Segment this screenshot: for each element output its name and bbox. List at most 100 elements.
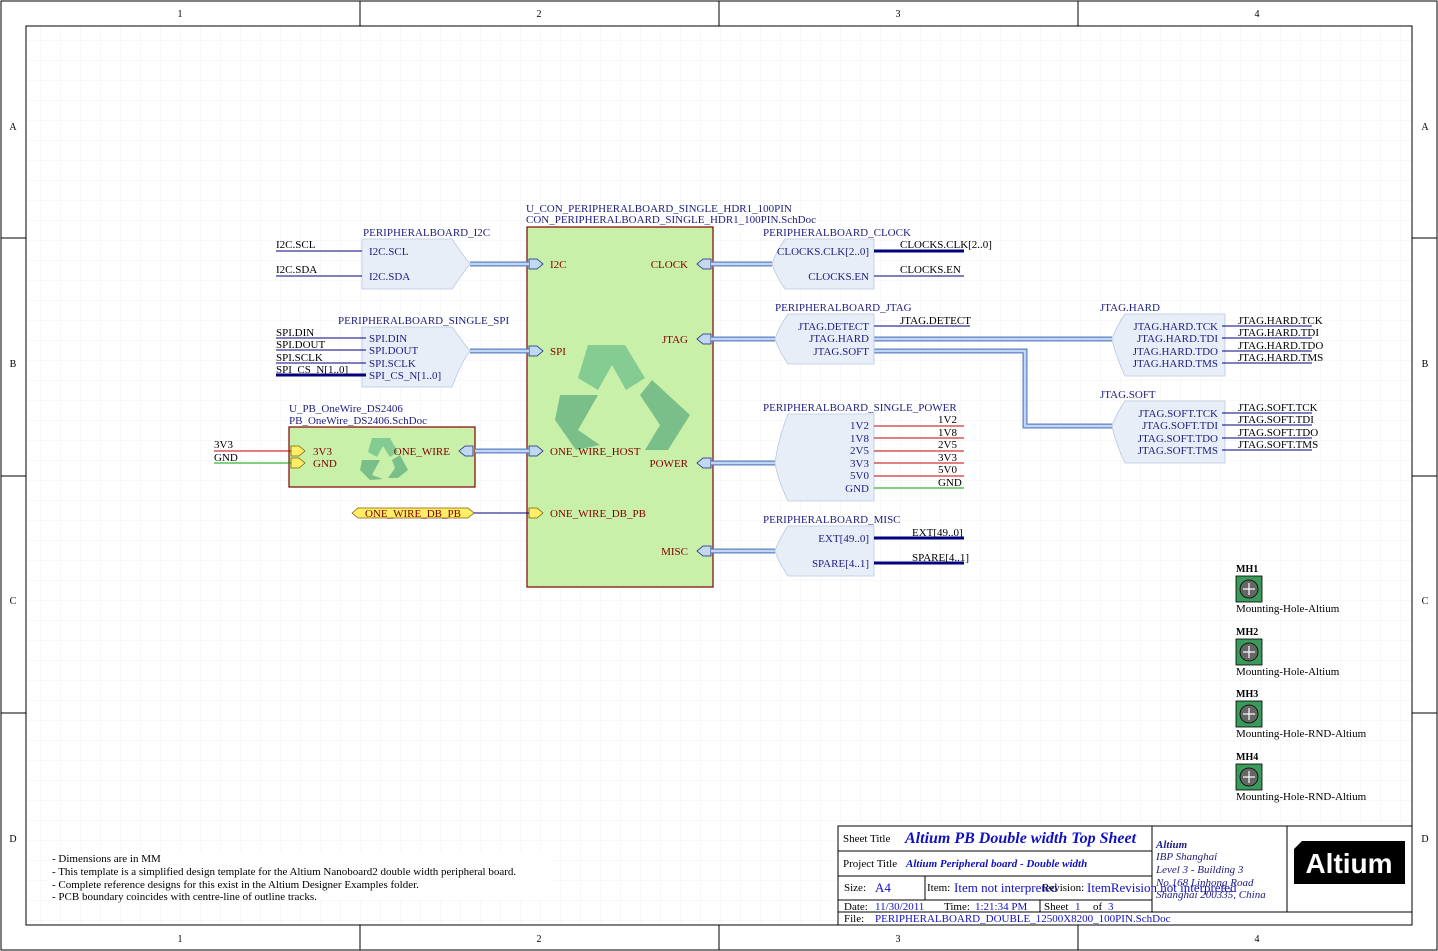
net-label-jtag-soft-tms: JTAG.SOFT.TMS: [1238, 439, 1318, 451]
harness-misc[interactable]: PERIPHERALBOARD_MISC EXT[49..0] SPARE[4.…: [763, 514, 969, 577]
tb-sheet-no: 1: [1075, 901, 1081, 913]
mounting-hole-mh2[interactable]: MH2 Mounting-Hole-Altium: [1235, 627, 1340, 678]
note-2: - This template is a simplified design t…: [52, 866, 516, 878]
harness-power-entry-1v2: 1V2: [850, 420, 869, 432]
harness-jtag-hard-entry-tms: JTAG.HARD.TMS: [1133, 358, 1218, 370]
tb-item-label: Item:: [927, 882, 950, 894]
port-spi[interactable]: SPI: [528, 345, 566, 358]
tb-sheet-total: 3: [1108, 901, 1114, 913]
tb-company-line-4: No.168 Linhong Road: [1155, 877, 1254, 889]
port-one-wire-db-pb[interactable]: ONE_WIRE_DB_PB: [528, 507, 646, 520]
mounting-hole-mh4[interactable]: MH4 Mounting-Hole-RND-Altium: [1235, 752, 1367, 803]
net-label-i2c-scl: I2C.SCL: [276, 239, 316, 251]
harness-jtag-hard-entry-tdo: JTAG.HARD.TDO: [1133, 346, 1218, 358]
tb-sheet-label: Sheet: [1044, 901, 1068, 913]
zone-row-d-right: D: [1421, 834, 1428, 845]
zone-col-2: 2: [537, 9, 542, 20]
tb-item: Item not interpreted: [954, 880, 1058, 895]
mounting-hole-mh3[interactable]: MH3 Mounting-Hole-RND-Altium: [1235, 689, 1367, 740]
net-label-ext: EXT[49..0]: [912, 527, 963, 539]
net-label-1v8: 1V8: [938, 427, 957, 439]
harness-power-entry-1v8: 1V8: [850, 433, 869, 445]
main-sheet-symbol[interactable]: U_CON_PERIPHERALBOARD_SINGLE_HDR1_100PIN…: [526, 203, 816, 588]
onewire-port-gnd[interactable]: GND: [290, 457, 337, 470]
recycle-icon: [555, 345, 690, 450]
tb-company-line-2: IBP Shanghai: [1155, 851, 1217, 863]
mh1-designator: MH1: [1236, 564, 1258, 575]
harness-spi[interactable]: PERIPHERALBOARD_SINGLE_SPI SPI.DIN SPI.D…: [276, 315, 509, 388]
port-clock[interactable]: CLOCK: [651, 258, 712, 271]
port-one-wire-db-pb-offsheet[interactable]: ONE_WIRE_DB_PB: [351, 507, 529, 520]
onewire-sheet-symbol[interactable]: U_PB_OneWire_DS2406 PB_OneWire_DS2406.Sc…: [288, 403, 476, 488]
harness-jtag-hard-title: JTAG.HARD: [1100, 302, 1160, 314]
harness-clock-entry-clk: CLOCKS.CLK[2..0]: [777, 246, 869, 258]
mh4-comment: Mounting-Hole-RND-Altium: [1236, 791, 1367, 803]
harness-i2c-entry-sda: I2C.SDA: [369, 271, 410, 283]
harness-jtag-entry-soft: JTAG.SOFT: [813, 346, 869, 358]
tb-of-label: of: [1093, 901, 1103, 913]
tb-revision: ItemRevision not interpreted: [1087, 880, 1237, 895]
tb-revision-label: Revision:: [1042, 882, 1084, 894]
altium-logo-text: Altium: [1305, 848, 1392, 879]
mounting-hole-mh1[interactable]: MH1 Mounting-Hole-Altium: [1235, 564, 1340, 615]
onewire-port-one-wire[interactable]: ONE_WIRE: [394, 445, 474, 458]
tb-project-title: Altium Peripheral board - Double width: [905, 858, 1087, 870]
harness-jtag-hard[interactable]: JTAG.HARD JTAG.HARD.TCK JTAG.HARD.TDI JT…: [1100, 302, 1323, 377]
net-label-gnd-power: GND: [938, 477, 962, 489]
onewire-sheet-filename: PB_OneWire_DS2406.SchDoc: [289, 415, 427, 427]
harness-i2c[interactable]: PERIPHERALBOARD_I2C I2C.SCL I2C.SDA I2C.…: [276, 227, 490, 290]
harness-clock[interactable]: PERIPHERALBOARD_CLOCK CLOCKS.CLK[2..0] C…: [763, 227, 992, 290]
note-4: - PCB boundary coincides with centre-lin…: [52, 891, 317, 903]
harness-spi-title: PERIPHERALBOARD_SINGLE_SPI: [338, 315, 509, 327]
zone-col-2-bottom: 2: [537, 934, 542, 945]
main-sheet-body[interactable]: [526, 226, 714, 588]
zone-row-a-right: A: [1421, 122, 1429, 133]
port-power[interactable]: POWER: [650, 457, 712, 470]
harness-spi-entry-sclk: SPI.SCLK: [369, 358, 416, 370]
main-sheet-filename: CON_PERIPHERALBOARD_SINGLE_HDR1_100PIN.S…: [526, 214, 816, 226]
harness-jtag-hard-entry-tdi: JTAG.HARD.TDI: [1137, 333, 1218, 345]
harness-spi-entry-cs: SPI_CS_N[1..0]: [369, 370, 441, 382]
tb-time-label: Time:: [944, 901, 970, 913]
onewire-power-nets: 3V3 GND: [214, 439, 291, 464]
offsheet-port-label: ONE_WIRE_DB_PB: [365, 508, 461, 520]
net-label-jtag-detect: JTAG.DETECT: [900, 315, 971, 327]
port-i2c[interactable]: I2C: [528, 258, 567, 271]
tb-size-label: Size:: [844, 882, 866, 894]
design-notes: - Dimensions are in MM - This template i…: [48, 852, 550, 903]
zone-row-b-right: B: [1422, 359, 1429, 370]
harness-clock-entry-en: CLOCKS.EN: [808, 271, 869, 283]
net-label-jtag-soft-tdo: JTAG.SOFT.TDO: [1238, 427, 1318, 439]
port-jtag[interactable]: JTAG: [662, 333, 712, 346]
port-spi-label: SPI: [550, 346, 566, 358]
net-label-spi-cs: SPI_CS_N[1..0]: [276, 364, 348, 376]
tb-sheet-title-label: Sheet Title: [843, 833, 890, 845]
onewire-port-3v3[interactable]: 3V3: [290, 445, 332, 458]
net-label-1v2: 1V2: [938, 414, 957, 426]
tb-project-title-label: Project Title: [843, 858, 897, 870]
zone-col-1-bottom: 1: [178, 934, 183, 945]
net-label-jtag-hard-tck: JTAG.HARD.TCK: [1238, 315, 1323, 327]
mh3-comment: Mounting-Hole-RND-Altium: [1236, 728, 1367, 740]
net-label-i2c-sda: I2C.SDA: [276, 264, 317, 276]
harness-jtag-soft[interactable]: JTAG.SOFT JTAG.SOFT.TCK JTAG.SOFT.TDI JT…: [1100, 389, 1318, 464]
onewire-recycle-icon: [360, 438, 408, 480]
port-misc[interactable]: MISC: [661, 545, 712, 558]
harness-i2c-title: PERIPHERALBOARD_I2C: [363, 227, 490, 239]
harness-jtag-entry-detect: JTAG.DETECT: [798, 321, 869, 333]
port-clock-label: CLOCK: [651, 259, 688, 271]
mh3-designator: MH3: [1236, 689, 1258, 700]
port-power-label: POWER: [650, 458, 689, 470]
note-1: - Dimensions are in MM: [52, 853, 161, 865]
harness-power[interactable]: PERIPHERALBOARD_SINGLE_POWER 1V2 1V8 2V5…: [763, 402, 964, 502]
onewire-sheet-body[interactable]: [288, 426, 476, 488]
port-one-wire-host[interactable]: ONE_WIRE_HOST: [528, 445, 641, 458]
port-i2c-label: I2C: [550, 259, 567, 271]
harness-misc-entry-ext: EXT[49..0]: [818, 533, 869, 545]
tb-size: A4: [875, 880, 891, 895]
harness-jtag[interactable]: PERIPHERALBOARD_JTAG JTAG.DETECT JTAG.HA…: [774, 302, 971, 365]
tb-file-label: File:: [844, 913, 864, 925]
harness-spi-entry-dout: SPI.DOUT: [369, 345, 418, 357]
